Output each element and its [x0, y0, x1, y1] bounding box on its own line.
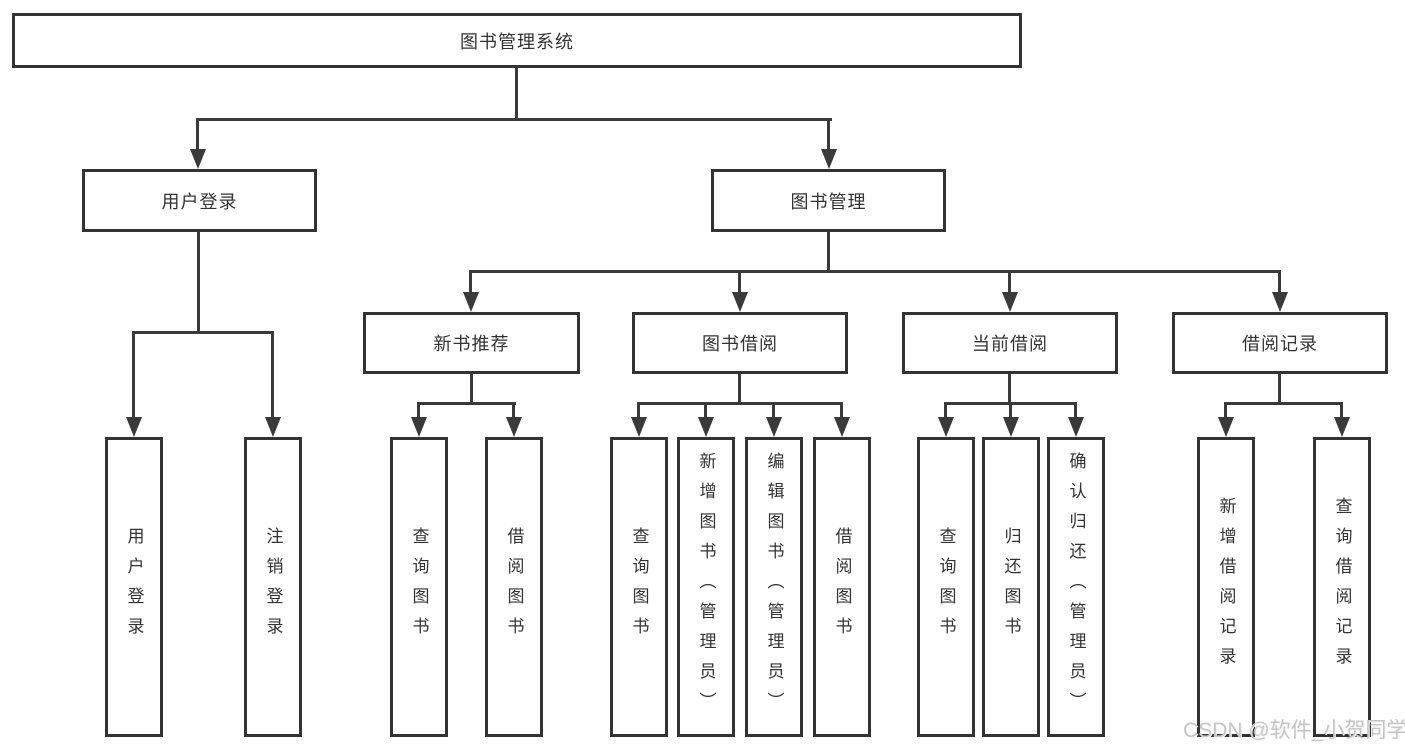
connector-line	[417, 402, 420, 418]
arrow-down-icon	[631, 417, 647, 437]
connector-line	[1278, 270, 1281, 295]
connector-line	[827, 118, 830, 151]
node-leaf-user-login-label: 用户登录	[124, 527, 144, 647]
node-leaf-borrow-books-recommend: 借阅图书	[485, 437, 543, 737]
connector-line	[1008, 374, 1011, 404]
node-leaf-borrow-books: 借阅图书	[813, 437, 871, 737]
connector-line	[1008, 270, 1011, 295]
arrow-down-icon	[506, 417, 522, 437]
node-book-management: 图书管理	[711, 169, 946, 232]
node-book-management-label: 图书管理	[790, 191, 867, 212]
connector-line	[196, 118, 832, 121]
connector-line	[637, 402, 640, 418]
arrow-down-icon	[821, 149, 837, 169]
node-root: 图书管理系统	[12, 13, 1022, 68]
connector-line	[840, 402, 843, 418]
connector-line	[132, 331, 274, 334]
csdn-watermark: CSDN @软件_小贺同学	[1183, 719, 1405, 742]
node-leaf-add-book-admin-label: 新增图书（管理员）	[696, 452, 716, 722]
node-leaf-confirm-return-admin-label: 确认归还（管理员）	[1066, 452, 1086, 722]
node-leaf-return-book: 归还图书	[982, 437, 1040, 737]
arrow-down-icon	[1068, 417, 1084, 437]
node-leaf-query-books-borrow-label: 查询图书	[629, 527, 649, 647]
connector-line	[944, 402, 947, 418]
connector-line	[1224, 402, 1343, 405]
node-leaf-query-books-current-label: 查询图书	[936, 527, 956, 647]
node-leaf-user-login: 用户登录	[105, 437, 163, 737]
connector-line	[1074, 402, 1077, 418]
node-leaf-borrow-books-label: 借阅图书	[832, 527, 852, 647]
node-leaf-edit-book-admin: 编辑图书（管理员）	[745, 437, 803, 737]
node-leaf-query-books-recommend: 查询图书	[390, 437, 448, 737]
node-current-borrow-label: 当前借阅	[972, 334, 1048, 354]
arrow-down-icon	[834, 417, 850, 437]
connector-line	[1009, 402, 1012, 418]
node-user-login: 用户登录	[82, 169, 317, 232]
node-leaf-add-borrow-record: 新增借阅记录	[1197, 437, 1255, 737]
node-leaf-add-book-admin: 新增图书（管理员）	[677, 437, 735, 737]
node-leaf-add-borrow-record-label: 新增借阅记录	[1216, 497, 1236, 677]
node-leaf-borrow-books-recommend-label: 借阅图书	[504, 527, 524, 647]
arrow-down-icon	[1003, 417, 1019, 437]
arrow-down-icon	[265, 417, 281, 437]
connector-line	[197, 232, 200, 334]
connector-line	[1278, 374, 1281, 404]
arrow-down-icon	[463, 292, 479, 312]
connector-line	[271, 331, 274, 418]
connector-line	[196, 118, 199, 151]
node-leaf-query-borrow-record: 查询借阅记录	[1313, 437, 1371, 737]
node-new-book-recommend-label: 新书推荐	[433, 334, 510, 354]
node-book-borrow-label: 图书借阅	[702, 334, 778, 354]
node-new-book-recommend: 新书推荐	[363, 312, 580, 374]
node-root-label: 图书管理系统	[460, 31, 574, 52]
arrow-down-icon	[698, 417, 714, 437]
node-leaf-query-borrow-record-label: 查询借阅记录	[1332, 497, 1352, 677]
connector-line	[772, 402, 775, 418]
connector-line	[470, 374, 473, 404]
node-leaf-logout: 注销登录	[244, 437, 302, 737]
node-borrow-records: 借阅记录	[1172, 312, 1388, 374]
node-leaf-edit-book-admin-label: 编辑图书（管理员）	[764, 452, 784, 722]
connector-line	[512, 402, 515, 418]
connector-line	[738, 374, 741, 404]
connector-line	[515, 68, 518, 121]
arrow-down-icon	[126, 417, 142, 437]
node-leaf-return-book-label: 归还图书	[1001, 527, 1021, 647]
connector-line	[827, 232, 830, 273]
arrow-down-icon	[190, 149, 206, 169]
arrow-down-icon	[1218, 417, 1234, 437]
node-leaf-confirm-return-admin: 确认归还（管理员）	[1047, 437, 1105, 737]
arrow-down-icon	[938, 417, 954, 437]
connector-line	[1224, 402, 1227, 418]
connector-line	[132, 331, 135, 418]
node-borrow-records-label: 借阅记录	[1242, 334, 1318, 354]
arrow-down-icon	[766, 417, 782, 437]
connector-line	[738, 270, 741, 295]
connector-line	[637, 402, 843, 405]
node-leaf-logout-label: 注销登录	[263, 527, 283, 647]
arrow-down-icon	[1334, 417, 1350, 437]
connector-line	[704, 402, 707, 418]
connector-line	[1340, 402, 1343, 418]
arrow-down-icon	[1002, 292, 1018, 312]
connector-line	[469, 270, 1281, 273]
arrow-down-icon	[411, 417, 427, 437]
node-leaf-query-books-current: 查询图书	[917, 437, 975, 737]
node-leaf-query-books-recommend-label: 查询图书	[409, 527, 429, 647]
connector-line	[417, 402, 516, 405]
node-leaf-query-books-borrow: 查询图书	[610, 437, 668, 737]
arrow-down-icon	[732, 292, 748, 312]
connector-line	[469, 270, 472, 295]
node-user-login-label: 用户登录	[161, 191, 238, 212]
node-book-borrow: 图书借阅	[632, 312, 848, 374]
arrow-down-icon	[1272, 292, 1288, 312]
node-current-borrow: 当前借阅	[902, 312, 1118, 374]
